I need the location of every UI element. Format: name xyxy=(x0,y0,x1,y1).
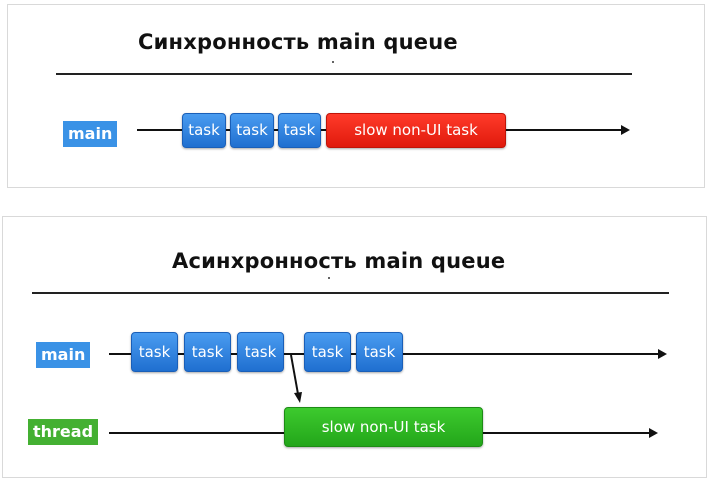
sync-slow-task: slow non-UI task xyxy=(326,113,506,148)
async-thread-label: thread xyxy=(28,419,99,445)
sync-main-label: main xyxy=(63,121,118,147)
async-task-5: task xyxy=(356,332,403,372)
async-slow-task: slow non-UI task xyxy=(284,407,483,447)
sync-task-2: task xyxy=(230,113,274,148)
async-title-rule xyxy=(32,292,669,294)
sync-task-3: task xyxy=(278,113,321,148)
sync-main-arrowhead xyxy=(621,125,630,135)
async-title: Асинхронность main queue xyxy=(172,249,506,273)
async-main-label: main xyxy=(36,342,91,368)
sync-task-1: task xyxy=(182,113,226,148)
async-task-2: task xyxy=(184,332,231,372)
sync-dot xyxy=(332,61,334,63)
sync-panel xyxy=(7,4,705,188)
async-task-3: task xyxy=(237,332,284,372)
async-thread-arrowhead xyxy=(649,428,658,438)
async-main-arrowhead xyxy=(658,349,667,359)
async-task-1: task xyxy=(131,332,178,372)
sync-title: Синхронность main queue xyxy=(138,30,458,54)
async-dot xyxy=(328,277,330,279)
async-task-4: task xyxy=(304,332,351,372)
sync-title-rule xyxy=(56,73,632,75)
